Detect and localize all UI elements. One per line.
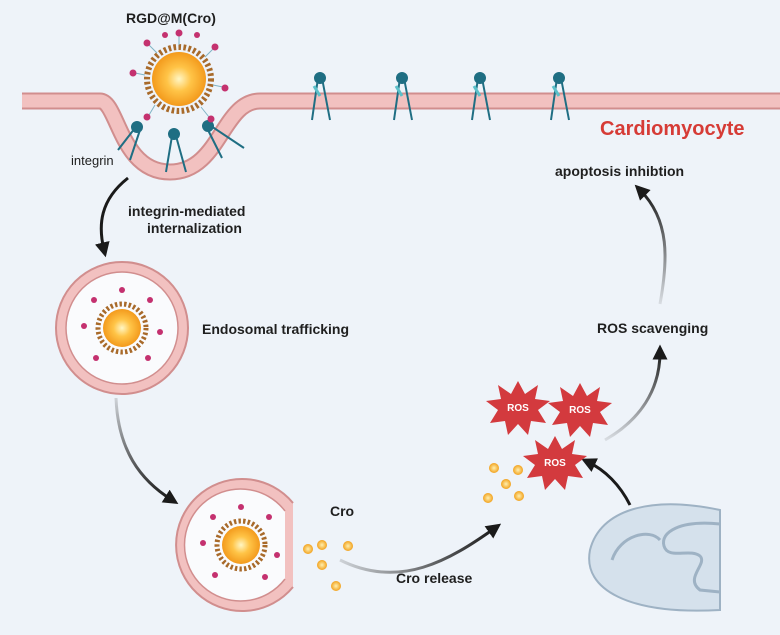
ros-scavenging-arrow bbox=[604, 344, 668, 442]
internalization-arrow bbox=[94, 176, 129, 258]
endosomal-label: Endosomal trafficking bbox=[202, 321, 350, 337]
ros-badge-label: ROS bbox=[507, 403, 529, 414]
ros-badge-label: ROS bbox=[569, 405, 591, 416]
integrin-receptor-icon bbox=[550, 72, 570, 121]
integrin-label: integrin bbox=[71, 153, 114, 168]
internalization-label-line1: integrin-mediated bbox=[128, 203, 246, 219]
internalization-label-line2: internalization bbox=[147, 220, 242, 236]
cell-membrane-inner bbox=[22, 94, 780, 179]
mitochondrion-icon bbox=[588, 503, 721, 612]
cro-label: Cro bbox=[330, 503, 355, 519]
mito-ros-arrow bbox=[581, 458, 632, 506]
integrin-receptor-icon bbox=[165, 128, 187, 173]
integrin-receptor-icon bbox=[117, 121, 143, 161]
apoptosis-arrow bbox=[634, 184, 667, 305]
integrin-receptor-icon bbox=[393, 72, 413, 121]
apoptosis-label: apoptosis inhibtion bbox=[555, 163, 685, 179]
nanoparticle-icon bbox=[129, 29, 229, 123]
cell-label: Cardiomyocyte bbox=[600, 118, 745, 140]
trafficking-arrow bbox=[114, 397, 179, 504]
cro-release-label: Cro release bbox=[396, 570, 473, 586]
integrin-receptor-icon bbox=[471, 72, 491, 121]
ros-icon bbox=[523, 436, 587, 490]
integrin-receptor-icon bbox=[202, 120, 245, 159]
ros-badge-label: ROS bbox=[544, 458, 566, 469]
integrin-receptor-icon bbox=[311, 72, 331, 121]
ros-icon bbox=[486, 381, 550, 435]
cro-release-arrow bbox=[339, 523, 502, 574]
cro-molecules bbox=[303, 463, 524, 591]
nanoparticle-label: RGD@M(Cro) bbox=[126, 10, 216, 26]
ros-icon bbox=[548, 383, 612, 437]
endosome-icon bbox=[175, 478, 294, 612]
endosome-icon bbox=[55, 261, 189, 395]
ros-scavenging-label: ROS scavenging bbox=[597, 320, 709, 336]
integrin-group bbox=[117, 72, 570, 173]
